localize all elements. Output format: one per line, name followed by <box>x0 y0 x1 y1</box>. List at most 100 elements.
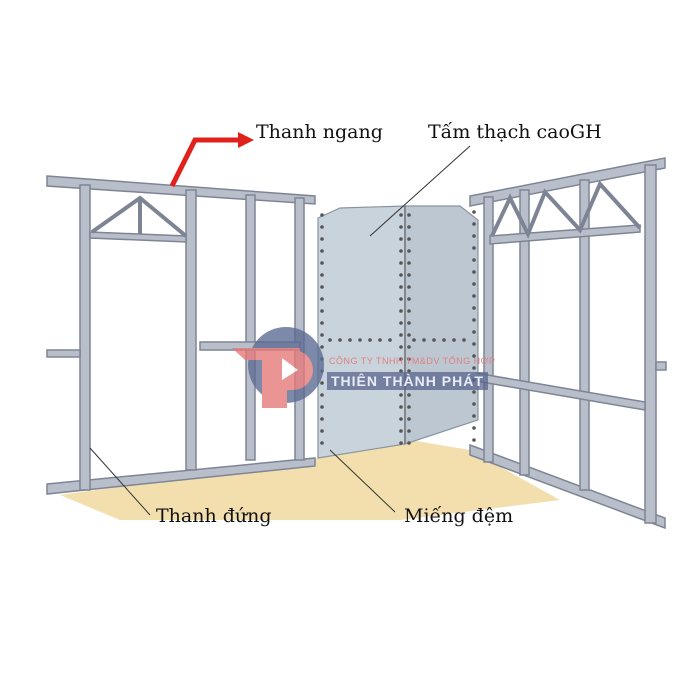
screw-dot <box>320 333 324 337</box>
gypsum-board <box>317 205 479 459</box>
screw-dot <box>399 297 403 301</box>
screw-dot <box>407 309 411 313</box>
right-wall-frame <box>469 157 667 530</box>
screw-dot <box>462 338 466 342</box>
screw-dot <box>472 234 476 238</box>
screw-dot <box>320 273 324 277</box>
screw-dot <box>407 237 411 241</box>
screw-dot <box>472 246 476 250</box>
screw-dot <box>472 354 476 358</box>
screw-dot <box>320 405 324 409</box>
screw-dot <box>399 369 403 373</box>
screw-dot <box>472 330 476 334</box>
arrow-head-icon <box>238 132 254 148</box>
screw-dot <box>407 441 411 445</box>
screw-dot <box>399 261 403 265</box>
screw-dot <box>399 273 403 277</box>
screw-dot <box>452 338 456 342</box>
screw-dot <box>407 357 411 361</box>
screw-dot <box>399 237 403 241</box>
top-rail-arrow <box>169 137 238 188</box>
screw-dot <box>407 261 411 265</box>
screw-dot <box>320 225 324 229</box>
screw-dot <box>320 249 324 253</box>
screw-dot <box>358 338 362 342</box>
screw-dot <box>472 210 476 214</box>
screw-dot <box>407 369 411 373</box>
screw-dot <box>399 249 403 253</box>
stud-leader-line <box>89 447 151 516</box>
screw-dot <box>399 285 403 289</box>
screw-dot <box>320 345 324 349</box>
label-stud: Thanh đứng <box>156 505 272 527</box>
screw-dot <box>368 338 372 342</box>
screw-dot <box>442 338 446 342</box>
screw-dot <box>422 338 426 342</box>
screw-dot <box>407 405 411 409</box>
board-leader-line <box>369 145 471 237</box>
screw-dot <box>472 258 476 262</box>
screw-dot <box>472 402 476 406</box>
screw-dot <box>320 285 324 289</box>
screw-dot <box>348 338 352 342</box>
screw-dot <box>472 306 476 310</box>
screw-dot <box>320 321 324 325</box>
screw-dot <box>388 338 392 342</box>
screw-dot <box>320 429 324 433</box>
screw-dot <box>407 429 411 433</box>
screw-dot <box>320 297 324 301</box>
screw-dot <box>399 441 403 445</box>
watermark-brand: THIÊN THÀNH PHÁT <box>327 372 488 390</box>
floor <box>60 440 560 520</box>
screw-dot <box>399 429 403 433</box>
screw-dot <box>320 261 324 265</box>
screw-dot <box>378 338 382 342</box>
screw-dot <box>338 338 342 342</box>
watermark-company-line: CÔNG TY TNHH TM&DV TỔNG HỢP <box>329 356 496 366</box>
screw-dot <box>320 393 324 397</box>
screw-dot <box>407 273 411 277</box>
screw-dot <box>399 225 403 229</box>
screw-dot <box>407 249 411 253</box>
screw-dot <box>407 285 411 289</box>
screw-dot <box>399 213 403 217</box>
screw-dot <box>399 345 403 349</box>
screw-dot <box>320 441 324 445</box>
screw-dot <box>407 393 411 397</box>
screw-dot <box>320 381 324 385</box>
screw-dot <box>472 222 476 226</box>
screw-dot <box>328 338 332 342</box>
screw-dot <box>472 438 476 442</box>
label-spacer: Miếng đệm <box>404 505 514 527</box>
spacer-leader-line <box>329 449 396 513</box>
screw-dot <box>320 237 324 241</box>
screw-dot <box>472 294 476 298</box>
screw-dot <box>412 338 416 342</box>
screw-dot <box>472 366 476 370</box>
screw-dot <box>407 225 411 229</box>
left-wall-frame <box>46 175 316 495</box>
watermark-logo <box>232 327 324 408</box>
screw-dot <box>472 318 476 322</box>
screw-dot <box>407 345 411 349</box>
screw-dot <box>407 297 411 301</box>
screw-dot <box>320 309 324 313</box>
screw-dot <box>407 321 411 325</box>
screw-dot <box>399 405 403 409</box>
screw-dot <box>407 417 411 421</box>
label-top-rail: Thanh ngang <box>256 121 383 143</box>
screw-dot <box>472 342 476 346</box>
label-gypsum-board: Tấm thạch caoGH <box>428 121 602 143</box>
screw-dot <box>472 414 476 418</box>
screw-dot <box>399 333 403 337</box>
screw-dot <box>472 390 476 394</box>
screw-dot <box>407 333 411 337</box>
screw-dot <box>320 213 324 217</box>
screw-dot <box>399 321 403 325</box>
screw-dot <box>399 309 403 313</box>
screw-dot <box>399 417 403 421</box>
screw-dot <box>399 393 403 397</box>
screw-dot <box>472 426 476 430</box>
